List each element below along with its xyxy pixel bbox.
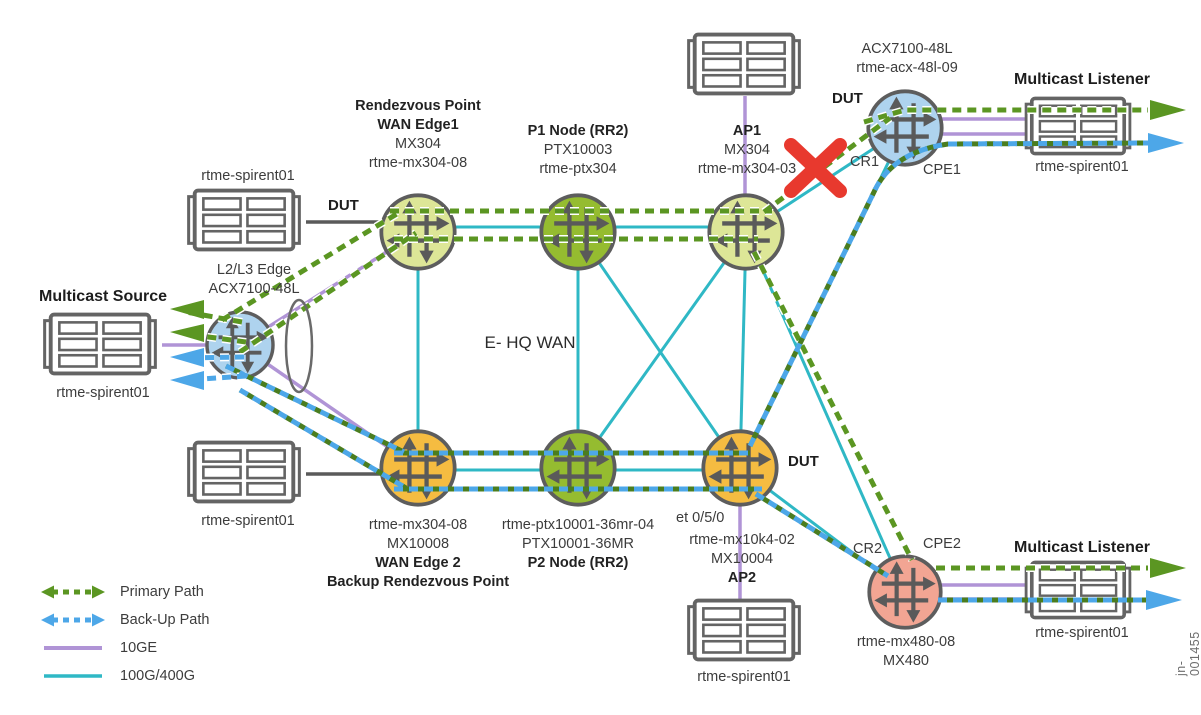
- tag-dut-ap2: DUT: [788, 453, 819, 470]
- tag-cpe1: CPE1: [923, 162, 961, 178]
- label-cpe1: ACX7100-48L rtme-acx-48l-09: [856, 41, 958, 76]
- tag-port-et050: et 0/5/0: [676, 510, 725, 526]
- router-l2l3-edge: [204, 309, 276, 381]
- link-failure-x-icon: [784, 138, 847, 198]
- legend-item-primary-path: Primary Path: [40, 578, 209, 606]
- label-p2: rtme-ptx10001-36mr-04 PTX10001-36MR P2 N…: [501, 517, 655, 571]
- router-wan-edge2: [378, 428, 458, 508]
- label-p1: P1 Node (RR2) PTX10003 rtme-ptx304: [527, 123, 629, 177]
- router-p2: [538, 428, 618, 508]
- label-spirent-dut-top: rtme-spirent01: [201, 168, 295, 184]
- label-spirent-source: rtme-spirent01: [56, 385, 150, 401]
- spirent-server-ap2: [682, 598, 806, 662]
- router-wan-edge1: [378, 192, 458, 272]
- path-arrowheads: [170, 100, 1186, 610]
- backup-path-arrow-icon: [41, 613, 105, 627]
- label-mx480: rtme-mx480-08 MX480: [856, 634, 956, 669]
- label-spirent-dut-bottom: rtme-spirent01: [201, 513, 295, 529]
- 10ge-line-icon: [44, 646, 102, 650]
- multicast-listener-top-title: Multicast Listener: [1013, 71, 1151, 88]
- router-ap2: [700, 428, 780, 508]
- label-wan-edge1: Rendezvous Point WAN Edge1 MX304 rtme-mx…: [355, 98, 481, 171]
- router-cr2-cpe2: [866, 553, 944, 631]
- label-wan-edge2: rtme-mx304-08 MX10008 WAN Edge 2 Backup …: [326, 517, 510, 590]
- multicast-listener-bottom-title: Multicast Listener: [1013, 539, 1151, 556]
- label-ap2: rtme-mx10k4-02 MX10004 AP2: [689, 532, 795, 586]
- label-ap1: AP1 MX304 rtme-mx304-03: [697, 123, 797, 177]
- router-p1: [538, 192, 618, 272]
- legend-item-100g-400g: 100G/400G: [40, 662, 209, 690]
- tag-dut-cpe1: DUT: [832, 90, 863, 107]
- label-spirent-listener-top: rtme-spirent01: [1035, 159, 1129, 175]
- legend-item-backup-path: Back-Up Path: [40, 606, 209, 634]
- legend: Primary Path Back-Up Path 10GE 100G/400G: [40, 578, 209, 690]
- spirent-server-ap1: [682, 32, 806, 96]
- spirent-server-dut-bottom: [182, 440, 306, 504]
- legend-item-10ge: 10GE: [40, 634, 209, 662]
- router-ap1: [706, 192, 786, 272]
- spirent-server-dut-top: [182, 188, 306, 252]
- figure-id-watermark: jn-001455: [1174, 631, 1201, 676]
- tag-cpe2: CPE2: [923, 536, 961, 552]
- spirent-server-listener-bottom: [1018, 560, 1138, 620]
- tag-dut-wan-edge1: DUT: [328, 197, 359, 214]
- hq-wan-label: E- HQ WAN: [484, 333, 576, 352]
- primary-path-green: [185, 106, 1148, 572]
- label-spirent-ap2: rtme-spirent01: [697, 669, 791, 685]
- tag-cr2: CR2: [853, 541, 883, 557]
- spirent-server-multicast-source: [38, 312, 162, 376]
- multicast-source-title: Multicast Source: [38, 288, 168, 305]
- label-l2l3-edge: L2/L3 Edge ACX7100-48L: [208, 262, 300, 297]
- primary-path-arrow-icon: [41, 585, 105, 599]
- spirent-server-listener-top: [1018, 96, 1138, 156]
- tag-cr1: CR1: [850, 154, 880, 170]
- label-spirent-listener-bottom: rtme-spirent01: [1035, 625, 1129, 641]
- 100g-400g-line-icon: [44, 674, 102, 678]
- link-bundle-ellipse: [284, 298, 314, 394]
